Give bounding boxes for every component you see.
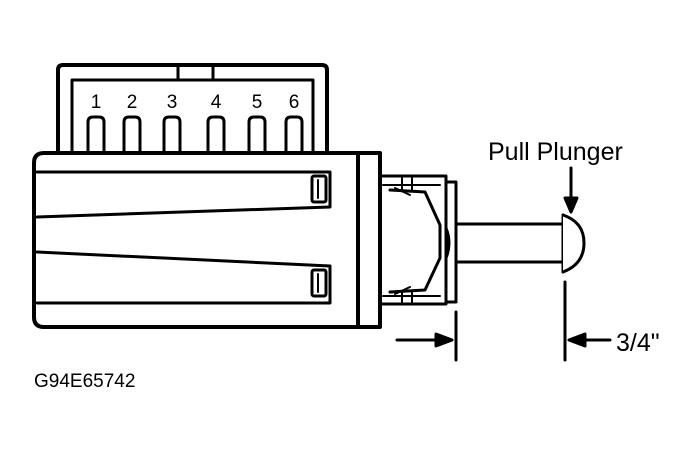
pin-number-4: 4 bbox=[211, 92, 222, 113]
pin-numbers: 1 2 3 4 5 6 bbox=[91, 92, 300, 113]
terminal-pin-1 bbox=[86, 115, 106, 154]
plunger-housing bbox=[378, 174, 458, 306]
connector-shroud bbox=[56, 63, 329, 157]
pin-number-5: 5 bbox=[252, 92, 263, 113]
switch-body bbox=[32, 151, 382, 329]
pull-plunger-label: Pull Plunger bbox=[488, 138, 623, 166]
plunger-tip bbox=[561, 213, 586, 274]
measurement-label: 3/4" bbox=[616, 329, 660, 357]
dimension-marks bbox=[395, 280, 612, 362]
figure-code: G94E65742 bbox=[34, 371, 135, 392]
terminal-pin-5 bbox=[247, 115, 267, 154]
plunger-shaft bbox=[444, 213, 586, 274]
terminal-pin-6 bbox=[284, 115, 304, 154]
terminal-pin-2 bbox=[122, 115, 142, 154]
pin-number-2: 2 bbox=[127, 92, 138, 113]
terminal-pin-4 bbox=[206, 115, 226, 154]
pull-arrow bbox=[563, 166, 579, 214]
latch-window-bottom bbox=[310, 268, 328, 298]
pin-number-3: 3 bbox=[167, 92, 178, 113]
latch-window-top bbox=[310, 174, 328, 204]
terminal-pin-3 bbox=[162, 115, 182, 154]
terminal-pins bbox=[86, 115, 304, 154]
pin-number-6: 6 bbox=[289, 92, 300, 113]
pin-number-1: 1 bbox=[91, 92, 102, 113]
